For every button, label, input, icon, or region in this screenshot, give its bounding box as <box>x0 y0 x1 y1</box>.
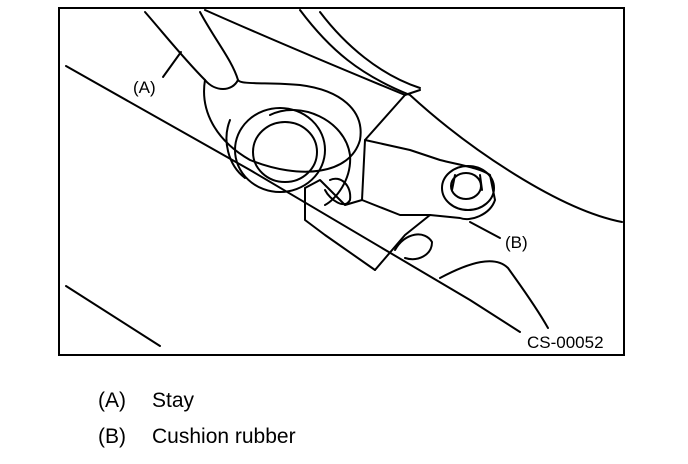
cable <box>439 260 549 329</box>
panel-curve-outer <box>299 9 623 223</box>
figure-code: CS-00052 <box>527 333 604 352</box>
bracket-step <box>364 89 421 141</box>
panel-curve-inner <box>319 11 421 89</box>
rubber-tab <box>394 233 433 261</box>
grommet-lip <box>225 119 246 179</box>
bracket-front-edge <box>304 187 376 271</box>
stay-body <box>203 79 362 173</box>
cushion-rubber-outer <box>441 165 495 211</box>
callout-a: (A) <box>133 78 156 97</box>
callout-b: (B) <box>505 233 528 252</box>
cushion-rubber-stem <box>451 174 483 191</box>
panel-edge-upper <box>204 9 406 96</box>
leader-line-b <box>469 221 501 239</box>
figure-frame <box>58 7 625 356</box>
bracket-hook <box>324 177 352 206</box>
bracket-side <box>361 199 431 216</box>
grommet-curl <box>269 109 352 206</box>
trim-edge-lower <box>65 285 161 347</box>
leader-line-a <box>162 51 182 78</box>
grommet-outer <box>234 107 326 193</box>
grommet-inner <box>252 121 318 183</box>
stay-arm <box>144 11 239 90</box>
trim-edge-long <box>65 65 521 333</box>
